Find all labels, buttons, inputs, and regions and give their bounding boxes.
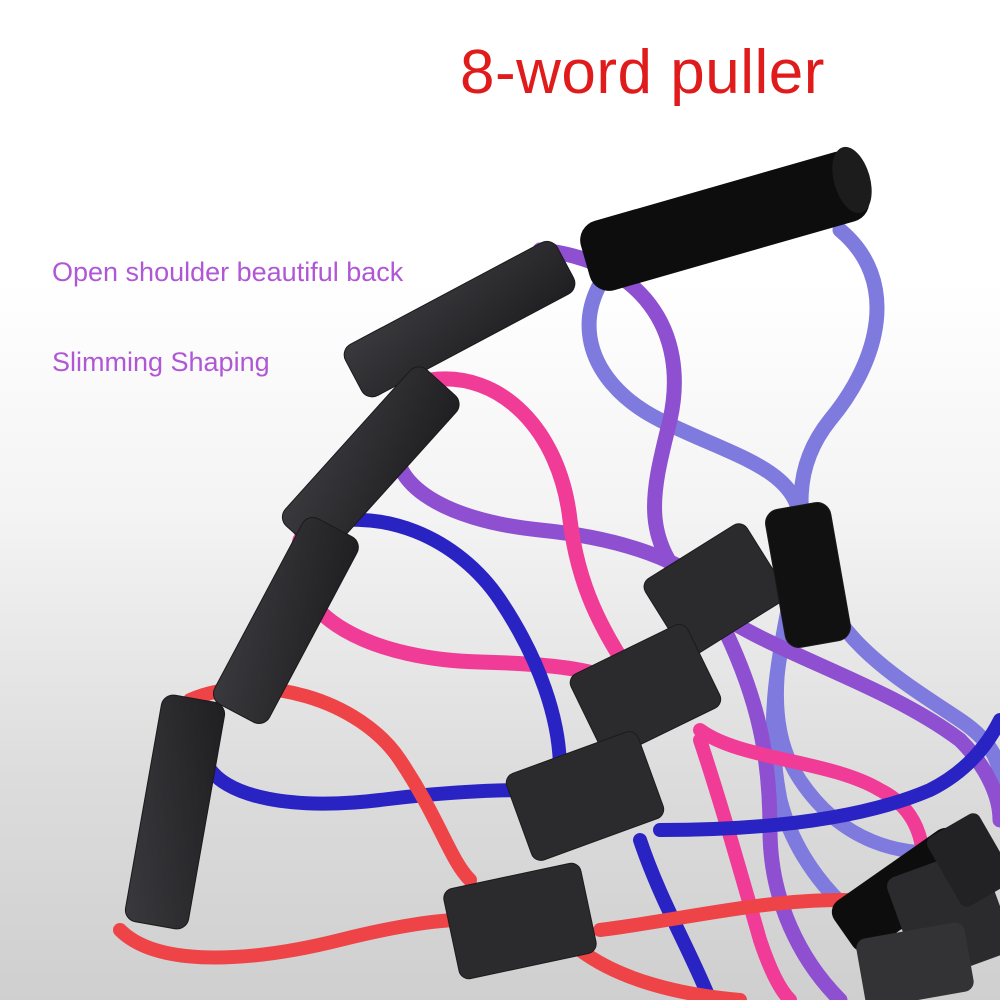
tagline-shoulder-back: Open shoulder beautiful back xyxy=(52,257,404,287)
foam-handles-bottom-right xyxy=(831,813,1000,1000)
foam-handle-top xyxy=(580,146,872,291)
foam-handle-arc xyxy=(124,240,576,930)
tagline-slimming: Slimming Shaping xyxy=(52,347,270,377)
product-title: 8-word puller xyxy=(460,38,825,107)
blue-band xyxy=(198,512,1000,1000)
foam-pads-middle xyxy=(443,502,851,980)
